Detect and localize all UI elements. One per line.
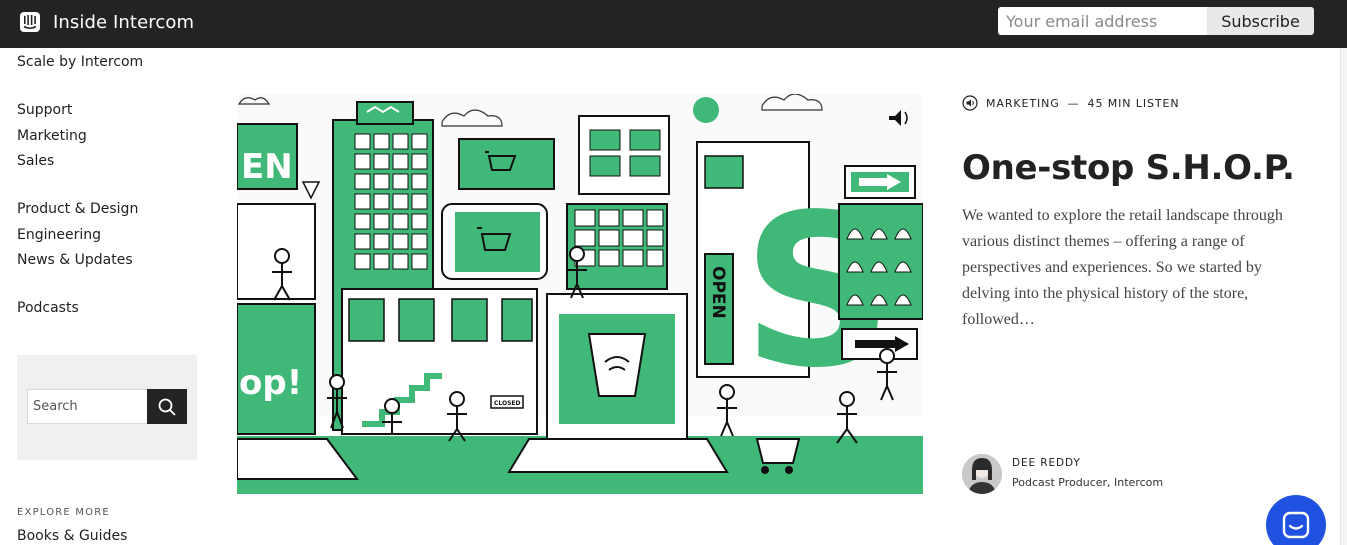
hero-sign-closed: CLOSED bbox=[494, 400, 521, 407]
sidebar-link-product-design[interactable]: Product & Design bbox=[17, 201, 139, 217]
shop-illustration: EN op! bbox=[237, 94, 923, 494]
sidebar-link-podcasts[interactable]: Podcasts bbox=[17, 300, 79, 316]
article-title[interactable]: One-stop S.H.O.P. bbox=[962, 148, 1295, 188]
author-avatar-image bbox=[962, 454, 1002, 494]
hero-sign-open-top: EN bbox=[241, 147, 293, 187]
subscribe-button[interactable]: Subscribe bbox=[1207, 7, 1314, 35]
article-category[interactable]: MARKETING bbox=[986, 96, 1060, 110]
hero-sign-shop: op! bbox=[239, 363, 302, 403]
email-input[interactable] bbox=[998, 7, 1207, 35]
hero-illustration[interactable]: EN op! bbox=[237, 94, 923, 494]
author-role: Podcast Producer, Intercom bbox=[1012, 476, 1164, 489]
search-icon bbox=[158, 398, 176, 416]
sidebar-link-news-updates[interactable]: News & Updates bbox=[17, 252, 133, 268]
search-button[interactable] bbox=[147, 389, 187, 424]
speaker-icon bbox=[962, 95, 978, 111]
hero-sign-open-side: OPEN bbox=[708, 266, 728, 319]
article-excerpt: We wanted to explore the retail landscap… bbox=[962, 207, 1283, 328]
avatar[interactable] bbox=[962, 454, 1002, 494]
sidebar-link-marketing[interactable]: Marketing bbox=[17, 128, 87, 144]
explore-more-label: EXPLORE MORE bbox=[17, 507, 110, 518]
top-bar: Inside Intercom Subscribe bbox=[0, 0, 1347, 48]
messenger-icon bbox=[1282, 511, 1310, 539]
search-input[interactable] bbox=[27, 389, 147, 424]
sidebar-link-engineering[interactable]: Engineering bbox=[17, 227, 101, 243]
page-scrollbar[interactable] bbox=[1340, 48, 1347, 545]
sidebar-link-support[interactable]: Support bbox=[17, 102, 73, 118]
author-name[interactable]: DEE REDDY bbox=[1012, 457, 1081, 469]
sidebar-link-books-guides[interactable]: Books & Guides bbox=[17, 528, 128, 544]
messenger-launcher-button[interactable] bbox=[1266, 495, 1326, 545]
sidebar-link-sales[interactable]: Sales bbox=[17, 153, 55, 169]
search-panel bbox=[17, 355, 197, 460]
article-meta: MARKETING — 45 MIN LISTEN bbox=[962, 95, 1179, 111]
article-duration: 45 MIN LISTEN bbox=[1087, 96, 1180, 110]
sidebar-link-scale[interactable]: Scale by Intercom bbox=[17, 54, 144, 70]
meta-separator: — bbox=[1067, 96, 1080, 110]
brand-name: Inside Intercom bbox=[53, 11, 195, 33]
intercom-logo-icon bbox=[20, 12, 40, 32]
brand-link[interactable]: Inside Intercom bbox=[19, 11, 194, 33]
